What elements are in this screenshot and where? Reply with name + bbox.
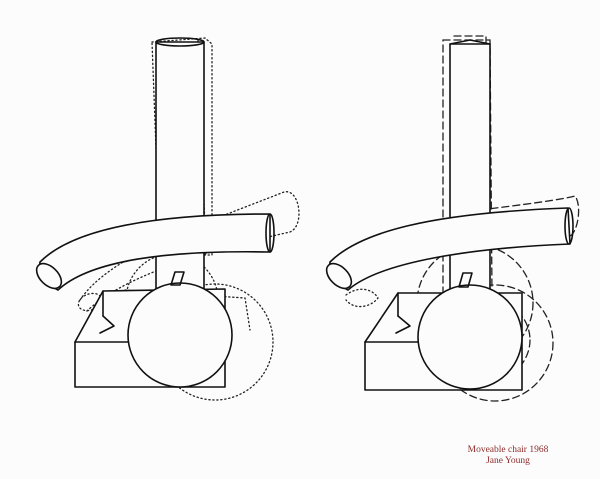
right-post bbox=[449, 39, 491, 295]
left-figure bbox=[35, 37, 300, 401]
left-armrest bbox=[35, 213, 275, 291]
left-sphere bbox=[127, 271, 233, 388]
right-figure bbox=[325, 35, 580, 402]
caption-author: Jane Young bbox=[486, 456, 530, 466]
right-armrest bbox=[325, 207, 574, 291]
right-sphere bbox=[417, 272, 523, 390]
drawing-caption: Moveable chair 1968 Jane Young bbox=[448, 445, 568, 467]
caption-title: Moveable chair 1968 bbox=[467, 445, 549, 455]
